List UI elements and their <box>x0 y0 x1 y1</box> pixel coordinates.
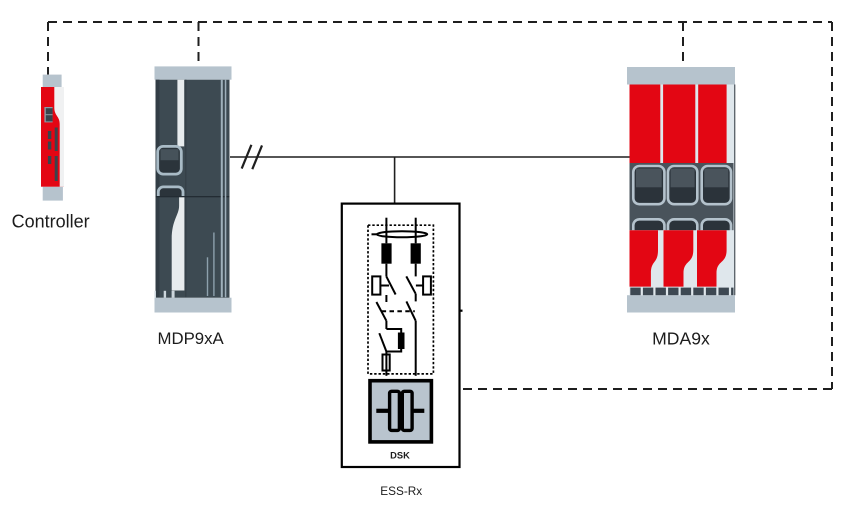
svg-text:ESS-Rx: ESS-Rx <box>380 484 422 498</box>
svg-text:DSK: DSK <box>390 451 410 461</box>
svg-text:MDP9xA: MDP9xA <box>157 329 224 348</box>
svg-text:MDA9x: MDA9x <box>652 329 710 349</box>
svg-text:Controller: Controller <box>12 212 90 232</box>
